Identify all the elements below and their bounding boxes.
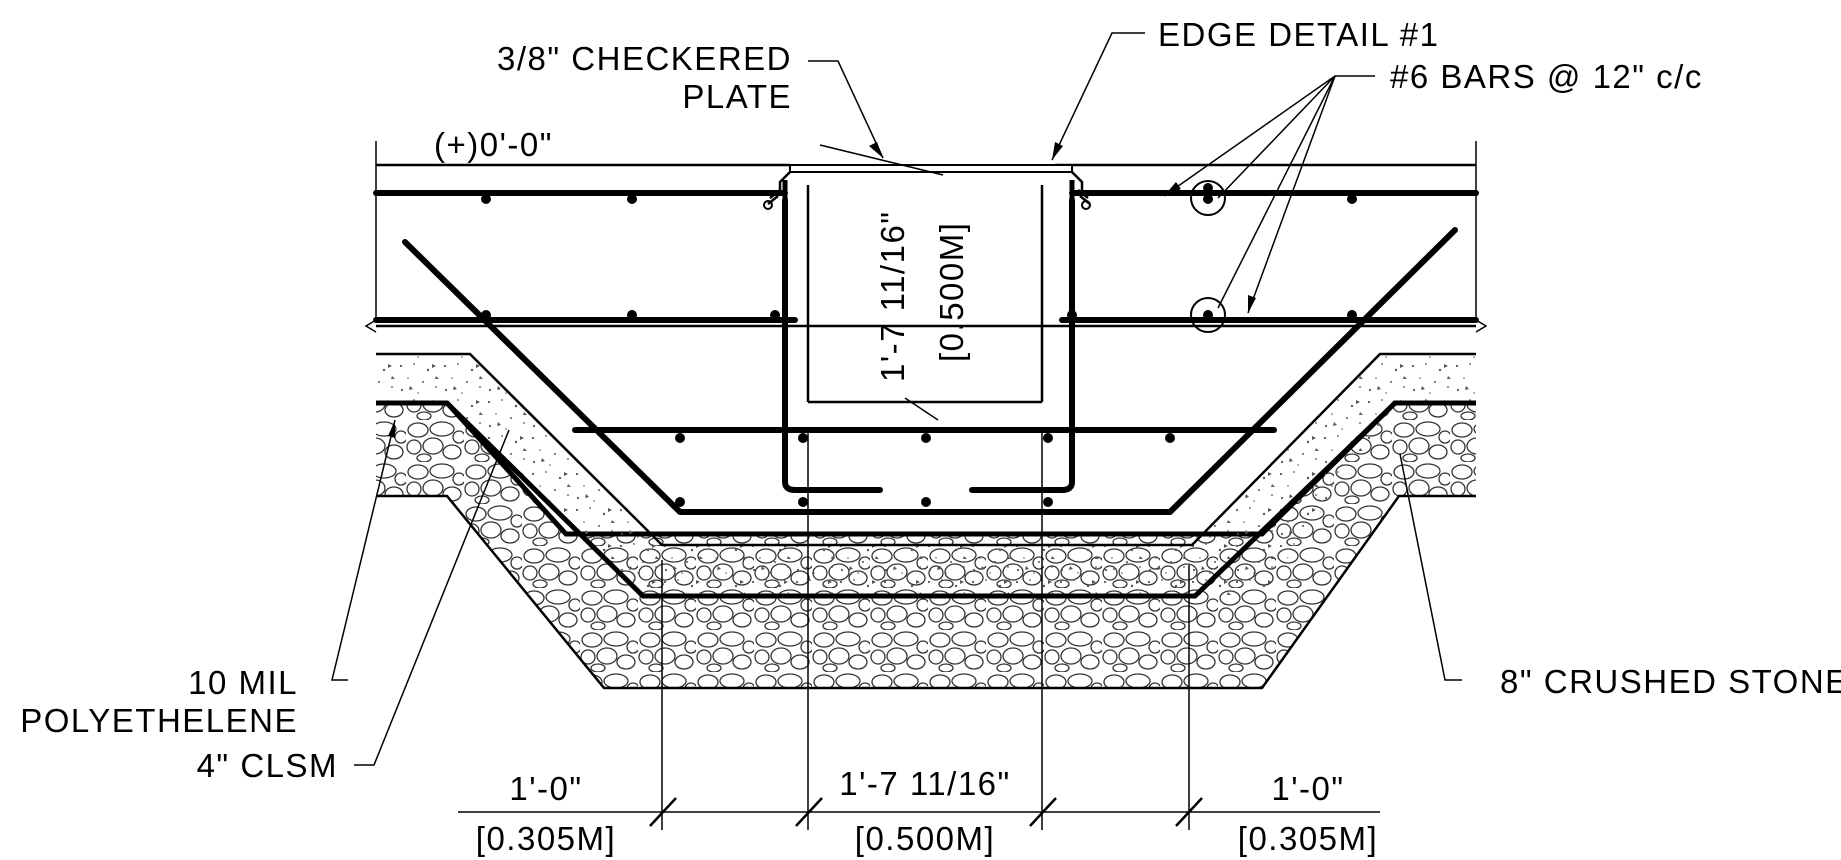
dimension-labels: 1'-0" [0.305M] 1'-7 11/16" [0.500M] 1'-0… (476, 765, 1378, 857)
bars-label: #6 BARS @ 12" c/c (1390, 58, 1703, 95)
polyethylene-label-line2: POLYETHELENE (20, 702, 298, 739)
dimension-lines (458, 430, 1380, 830)
clsm-layer (376, 352, 1476, 599)
plate-label-line1: 3/8" CHECKERED (497, 40, 792, 77)
dim-right-metric: [0.305M] (1238, 820, 1378, 857)
channel-depth-imperial: 1'-7 11/16" (874, 210, 911, 382)
bar-dots (481, 180, 1357, 507)
edge-detail-label: EDGE DETAIL #1 (1158, 16, 1439, 53)
channel-depth-metric: [0.500M] (933, 222, 970, 362)
clsm-label: 4" CLSM (197, 747, 338, 784)
checkered-plate (789, 164, 1073, 173)
dim-right-imperial: 1'-0" (1271, 770, 1344, 807)
concrete-slab (364, 141, 1488, 333)
elevation-label: (+)0'-0" (434, 126, 553, 163)
leader-lines (331, 32, 1462, 766)
dim-center-imperial: 1'-7 11/16" (839, 765, 1011, 802)
reinforcement (373, 190, 1479, 515)
dim-left-imperial: 1'-0" (509, 770, 582, 807)
annotation-labels: (+)0'-0" 3/8" CHECKERED PLATE EDGE DETAI… (20, 16, 1841, 784)
dim-left-metric: [0.305M] (476, 820, 616, 857)
polyethylene-label-line1: 10 MIL (188, 664, 298, 701)
crushed-stone-label: 8" CRUSHED STONE (1500, 663, 1841, 700)
dim-center-metric: [0.500M] (855, 820, 995, 857)
plate-label-line2: PLATE (682, 78, 792, 115)
